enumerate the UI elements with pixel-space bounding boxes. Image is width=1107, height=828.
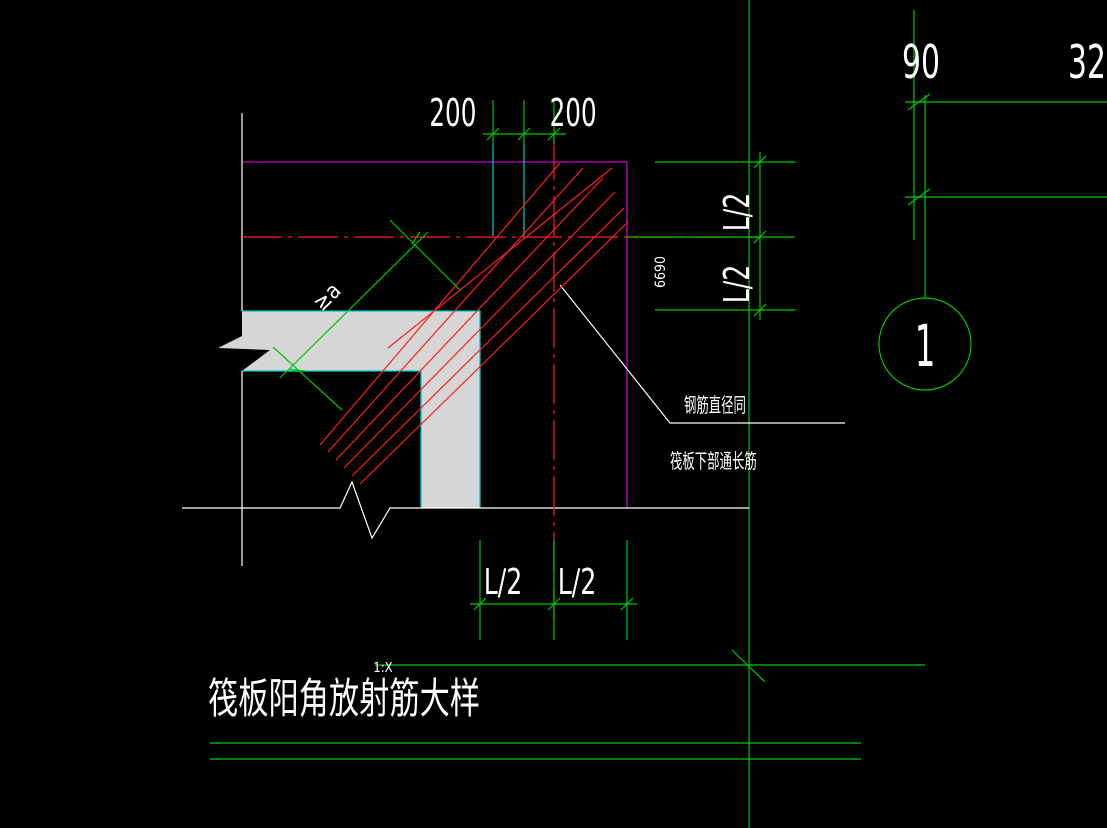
dim-label-bottom-left: L/2 bbox=[484, 561, 523, 603]
dim-tick bbox=[753, 230, 767, 244]
dim-label-side-value: 6690 bbox=[653, 256, 669, 288]
dimension-lines bbox=[272, 100, 795, 640]
dim-tick bbox=[753, 155, 767, 169]
dim-tick bbox=[411, 231, 421, 245]
dim-label-top-left: 200 bbox=[429, 90, 476, 135]
rebar bbox=[387, 167, 613, 349]
axis-bubble bbox=[878, 297, 972, 391]
dim-label-right-lower: L/2 bbox=[716, 265, 758, 304]
dim-tick bbox=[907, 188, 931, 206]
dim-tick bbox=[753, 303, 767, 317]
break-line-bottom bbox=[182, 480, 749, 540]
rebar bbox=[343, 191, 616, 469]
right-dim-32: 32 bbox=[1068, 37, 1106, 90]
right-panel-linework bbox=[748, 0, 1107, 828]
rebar bbox=[351, 207, 625, 477]
dim-tick bbox=[486, 127, 500, 141]
cyan-marks bbox=[492, 145, 525, 236]
concrete-fill bbox=[218, 311, 480, 508]
dim-tick bbox=[620, 597, 634, 611]
note-raft-bottom-rebar: 筏板下部通长筋 bbox=[670, 450, 757, 473]
scale-mark: 1:X bbox=[373, 661, 392, 676]
dim-label-top-right: 200 bbox=[550, 90, 597, 135]
dim-tick bbox=[547, 597, 561, 611]
dim-ext-diagonal bbox=[389, 219, 461, 291]
centerlines bbox=[242, 140, 760, 620]
dim-tick bbox=[288, 368, 306, 372]
rebar bbox=[335, 177, 604, 461]
drawing-title: 筏板阳角放射筋大样 bbox=[208, 674, 480, 723]
note-leader bbox=[559, 284, 845, 424]
dim-label-bottom-right: L/2 bbox=[558, 561, 597, 603]
wall-section bbox=[218, 310, 481, 508]
rebar bbox=[319, 162, 561, 446]
white-linework bbox=[182, 113, 845, 566]
dim-tick bbox=[907, 93, 931, 111]
guide-tick bbox=[731, 649, 766, 683]
dim-line-diagonal bbox=[279, 231, 429, 379]
dim-tick bbox=[517, 127, 531, 141]
title-underlines bbox=[210, 649, 925, 760]
raft-slab-outline bbox=[242, 161, 628, 508]
radiating-rebars bbox=[319, 162, 629, 485]
dim-label-right-upper: L/2 bbox=[716, 193, 758, 232]
rebar bbox=[327, 167, 584, 453]
rebar bbox=[359, 221, 629, 485]
dim-ext-diagonal bbox=[272, 346, 343, 411]
note-rebar-diameter: 钢筋直径同 bbox=[684, 394, 746, 417]
right-dim-90: 90 bbox=[902, 37, 940, 90]
dim-tick bbox=[547, 127, 561, 141]
dim-tick bbox=[473, 597, 487, 611]
axis-bubble-label: 1 bbox=[915, 313, 936, 380]
